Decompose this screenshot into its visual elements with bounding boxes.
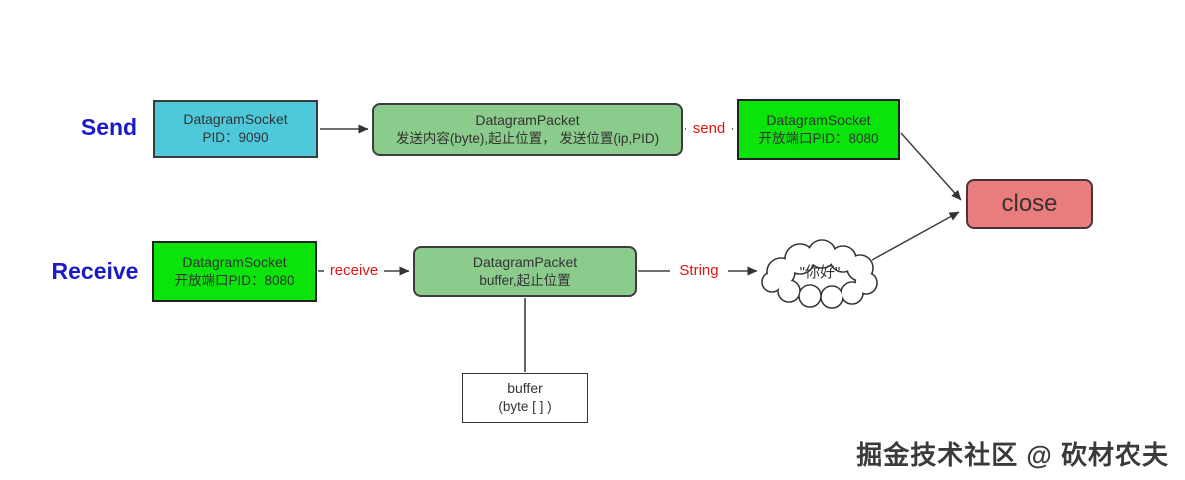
edge-target-to-close bbox=[900, 132, 962, 201]
edge-label-send: send bbox=[686, 120, 732, 138]
edge-label-string: String bbox=[670, 262, 728, 280]
watermark: 掘金技术社区 @ 砍材农夫 bbox=[856, 440, 1169, 470]
node-detail: 开放端口PID：8080 bbox=[174, 272, 295, 288]
node-detail: 发送内容(byte),起止位置， 发送位置(ip,PID) bbox=[395, 130, 660, 146]
node-receive-packet: DatagramPacket buffer,起止位置 bbox=[413, 246, 637, 297]
edge-cloud-to-close bbox=[871, 211, 960, 261]
node-detail: buffer,起止位置 bbox=[479, 272, 571, 288]
node-buffer: buffer (byte [ ] ) bbox=[462, 373, 588, 423]
node-title: buffer bbox=[507, 380, 543, 397]
node-sender-socket: DatagramSocket PID：9090 bbox=[153, 100, 318, 158]
node-receiver-socket: DatagramSocket 开放端口PID：8080 bbox=[152, 241, 317, 302]
cloud-text: "你好" bbox=[799, 264, 841, 281]
node-title: DatagramSocket bbox=[183, 111, 288, 128]
node-title: DatagramPacket bbox=[472, 253, 578, 270]
send-row-label: Send bbox=[80, 114, 138, 140]
cloud-shape bbox=[761, 239, 878, 309]
node-target-socket: DatagramSocket 开放端口PID：8080 bbox=[737, 99, 900, 160]
receive-row-label: Receive bbox=[51, 258, 139, 284]
node-title: DatagramSocket bbox=[766, 111, 871, 128]
node-close: close bbox=[966, 179, 1093, 229]
node-title: DatagramSocket bbox=[182, 253, 287, 270]
node-detail: 开放端口PID：8080 bbox=[758, 130, 879, 146]
node-title: DatagramPacket bbox=[475, 111, 580, 128]
node-detail: (byte [ ] ) bbox=[498, 399, 552, 415]
node-send-packet: DatagramPacket 发送内容(byte),起止位置， 发送位置(ip,… bbox=[372, 103, 683, 156]
edge-label-receive: receive bbox=[324, 262, 384, 280]
node-detail: PID：9090 bbox=[202, 130, 269, 146]
